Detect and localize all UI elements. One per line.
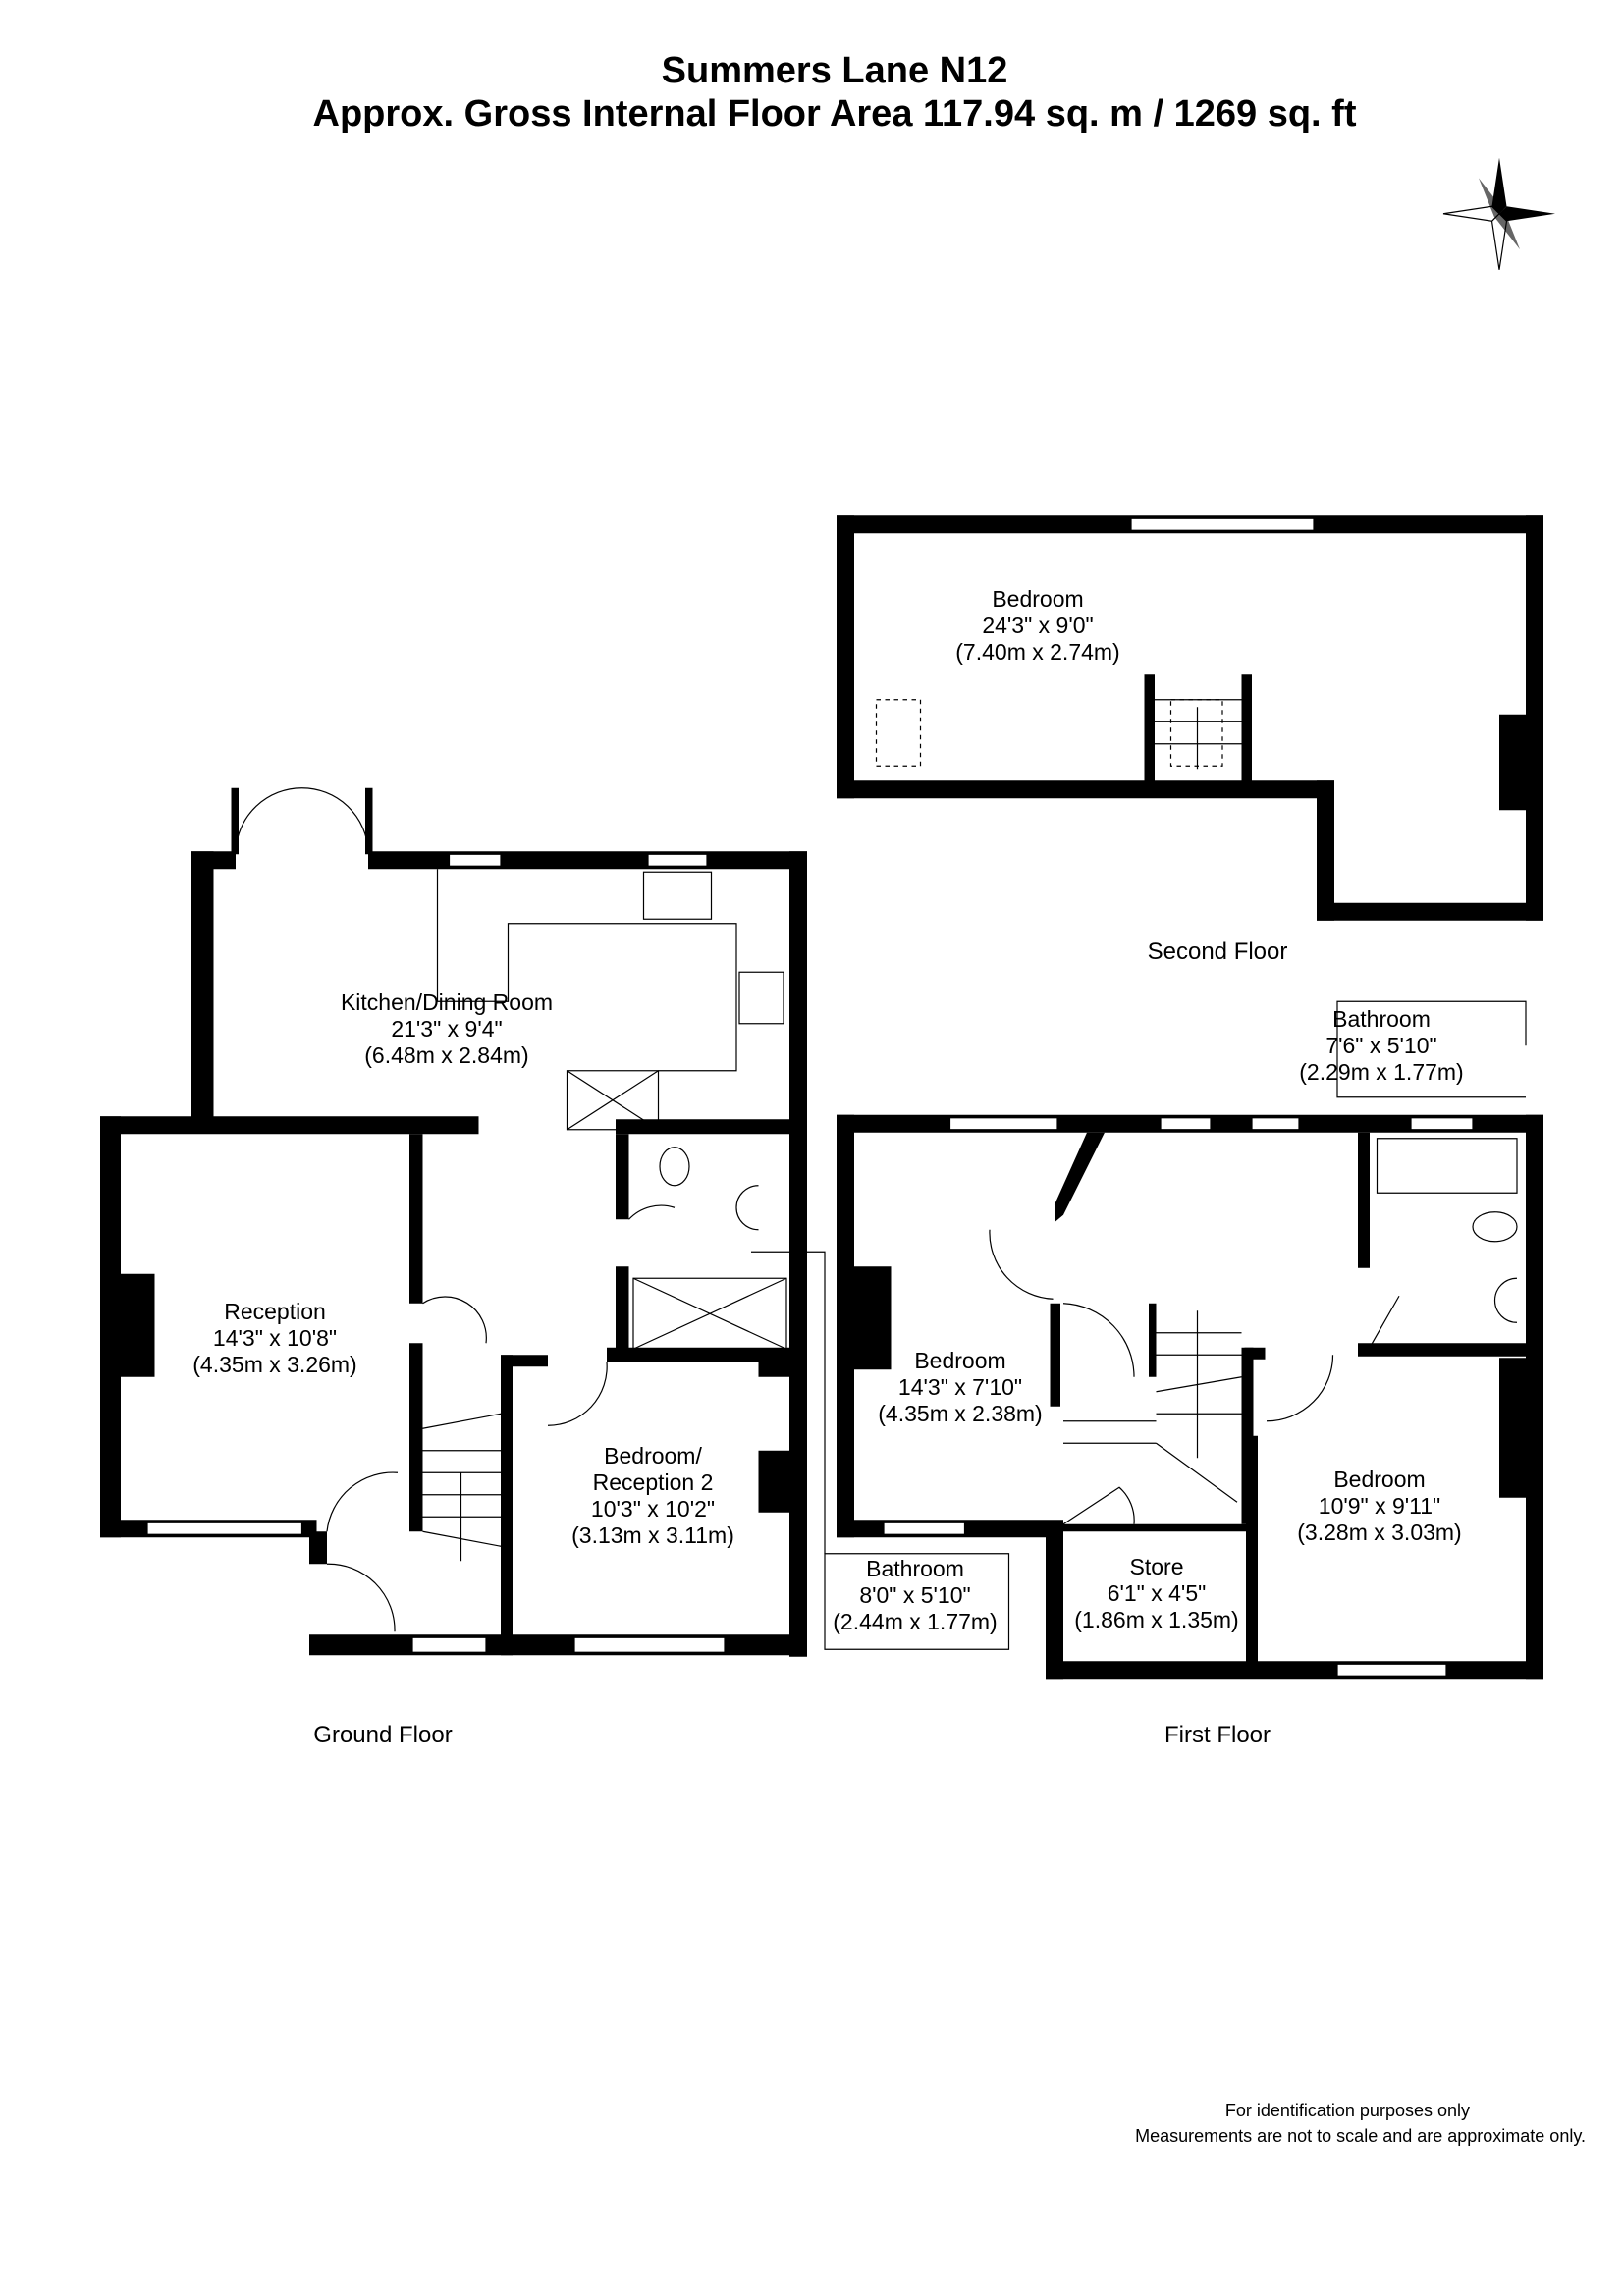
floor-label-ground: Ground Floor	[313, 1722, 453, 1748]
footer-note-2: Measurements are not to scale and are ap…	[1135, 2126, 1586, 2146]
page-subtitle: Approx. Gross Internal Floor Area 117.94…	[312, 93, 1357, 134]
fixtures	[235, 699, 1527, 1650]
page-title: Summers Lane N12	[661, 50, 1008, 91]
compass-icon	[1442, 157, 1555, 270]
floor-label-first: First Floor	[1164, 1722, 1271, 1748]
floor-label-second: Second Floor	[1147, 938, 1288, 965]
footer-note-1: For identification purposes only	[1224, 2101, 1470, 2120]
windows	[146, 517, 1474, 1677]
